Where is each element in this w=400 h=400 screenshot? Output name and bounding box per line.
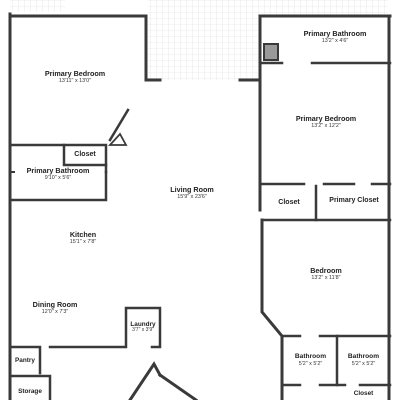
- wall-bottom-left-entry: [128, 361, 163, 400]
- room-dims: 3'7" x 3'9": [132, 327, 154, 334]
- room-name: Laundry: [130, 321, 156, 328]
- room-dims: 5'2" x 5'2": [351, 360, 376, 367]
- room-dims: 13'11" x 13'0": [58, 78, 92, 85]
- room-name: Bathroom: [294, 353, 327, 360]
- room-closet-b: Closet: [262, 199, 316, 207]
- room-dims: 12'0" x 7'3": [41, 309, 69, 316]
- shower-marker: [263, 43, 279, 61]
- room-dining-room: Dining Room 12'0" x 7'3": [10, 300, 100, 316]
- wall-bedroom-a-top: [8, 14, 162, 82]
- room-bathroom-a: Bathroom 5'2" x 5'2": [284, 353, 337, 367]
- room-closet-c: Closet: [338, 390, 389, 397]
- room-name: Bedroom: [310, 266, 342, 275]
- room-name: Closet: [74, 151, 96, 158]
- wall-bathroom-a-bottom: [8, 170, 108, 202]
- room-dims: 15'1" x 7'8": [69, 239, 97, 246]
- walls: [8, 12, 392, 400]
- room-name: Closet: [278, 199, 300, 206]
- room-dims: 13'2" x 4'6": [321, 38, 349, 45]
- room-name: Primary Bedroom: [44, 69, 106, 78]
- wall-bedroom-a-right: [108, 108, 130, 142]
- wall-storage-top: [8, 374, 52, 400]
- room-primary-bedroom-b: Primary Bedroom 13'2" x 12'2": [262, 114, 390, 130]
- room-closet-a: Closet: [64, 151, 106, 159]
- room-name: Closet: [353, 390, 374, 397]
- wall-pantry-top: [8, 345, 42, 375]
- patio-area-top-left: [10, 0, 65, 12]
- room-name: Dining Room: [32, 300, 78, 309]
- room-name: Primary Bathroom: [26, 166, 90, 175]
- wall-bedroom-lower: [260, 218, 284, 400]
- patio-area-top: [148, 0, 258, 80]
- room-name: Primary Bathroom: [303, 29, 367, 38]
- wall-laundry: [124, 306, 162, 349]
- room-dims: 5'2" x 5'2": [298, 360, 323, 367]
- room-name: Pantry: [15, 357, 35, 364]
- room-laundry: Laundry 3'7" x 3'9": [126, 321, 160, 334]
- wall-bottom-diag: [157, 372, 199, 400]
- room-name: Storage: [18, 388, 42, 395]
- room-name: Living Room: [170, 185, 214, 194]
- room-name: Primary Bedroom: [295, 114, 357, 123]
- room-primary-bedroom-a: Primary Bedroom 13'11" x 13'0": [20, 69, 130, 85]
- wall-closet-a: [62, 143, 108, 167]
- room-dims: 9'10" x 5'6": [44, 175, 72, 182]
- room-dims: 13'2" x 12'2": [311, 123, 341, 130]
- wall-closet-a-diag: [107, 132, 128, 146]
- room-bedroom: Bedroom 13'2" x 11'8": [262, 266, 390, 282]
- room-primary-bathroom-a: Primary Bathroom 9'10" x 5'6": [10, 166, 106, 182]
- room-dims: 15'9" x 23'6": [177, 194, 207, 201]
- room-name: Primary Closet: [329, 197, 379, 204]
- room-dims: 13'2" x 11'8": [311, 275, 341, 282]
- room-name: Bathroom: [347, 353, 380, 360]
- room-name: Kitchen: [69, 230, 97, 239]
- room-living-room: Living Room 15'9" x 23'6": [140, 185, 244, 201]
- patio-area-top-right: [258, 0, 388, 16]
- room-primary-bathroom-b: Primary Bathroom 13'2" x 4'6": [280, 29, 390, 45]
- wall-bedroom-a-bottom: [8, 143, 108, 174]
- room-storage: Storage: [10, 388, 50, 395]
- room-pantry: Pantry: [10, 357, 40, 364]
- room-primary-closet: Primary Closet: [318, 197, 390, 205]
- room-kitchen: Kitchen 15'1" x 7'8": [30, 230, 136, 246]
- room-bathroom-b: Bathroom 5'2" x 5'2": [338, 353, 389, 367]
